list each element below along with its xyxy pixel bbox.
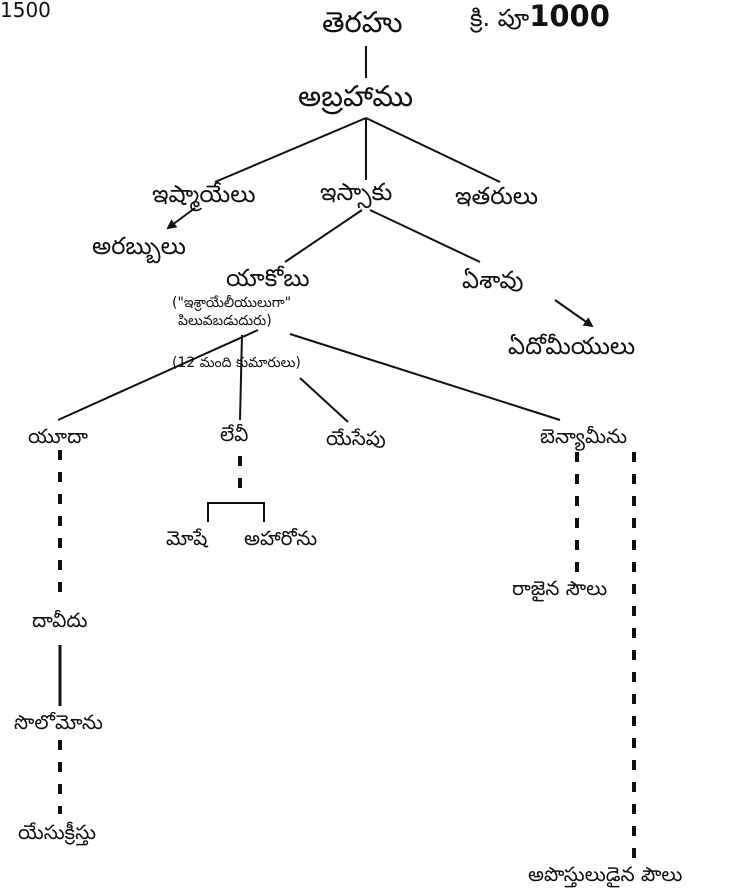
- node-jesus: యేసుక్రీస్తు: [18, 820, 97, 844]
- edge-abraham-ishmael: [214, 117, 367, 183]
- node-terah: తెరహు: [322, 5, 403, 39]
- node-solomon: సొలోమోను: [14, 710, 103, 734]
- node-aaron: అహారోను: [244, 526, 318, 550]
- node-jacob: యాకోబు: [226, 264, 310, 292]
- node-apostle-paul: అపొస్తులుడైన పౌలు: [528, 862, 683, 886]
- node-levi: లేవీ: [220, 422, 249, 446]
- node-abraham: అబ్రహాము: [298, 79, 414, 113]
- node-king-saul: రాజైన సౌలు: [512, 576, 608, 600]
- jacob-note-line1: ("ఇశ్రాయేలీయులుగా": [172, 295, 292, 311]
- edge-jacob-benjamin: [289, 333, 561, 421]
- edge-isaac-jacob: [284, 209, 363, 263]
- twelve-sons-label: (12 మంది కుమారులు): [172, 355, 301, 371]
- edge-isaac-esau: [369, 209, 481, 263]
- edge-ishmael-arabs: [166, 207, 196, 230]
- edge-esau-edomites: [554, 299, 594, 328]
- node-moses: మోషే: [166, 526, 208, 550]
- bc-prefix: క్రి. పూ: [470, 4, 530, 32]
- edge-jacob-joseph: [299, 377, 349, 423]
- bc-number: 1000: [529, 0, 610, 33]
- node-david: దావీదు: [32, 608, 88, 632]
- node-isaac: ఇస్సాకు: [320, 178, 393, 206]
- node-arabs: అరబ్బులు: [92, 232, 186, 260]
- node-benjamin: బెన్యామీను: [540, 424, 628, 448]
- node-joseph: యేసేపు: [326, 426, 386, 450]
- edge-jacob-levi: [239, 334, 243, 421]
- edge-jacob-judah: [57, 329, 259, 421]
- jacob-note-line2: పిలువబడుదురు): [178, 313, 272, 329]
- year-1500-label: 1500: [0, 0, 51, 22]
- node-ishmael: ఇష్మాయేలు: [152, 180, 256, 208]
- edge-abraham-others: [365, 117, 501, 183]
- edge-bracket-moses-aaron: [207, 502, 265, 522]
- node-edomites: ఏదోమీయులు: [508, 332, 636, 360]
- node-others: ఇతరులు: [455, 182, 539, 210]
- node-esau: ఏశావు: [462, 266, 524, 294]
- node-judah: యూదా: [28, 424, 88, 448]
- bc-1000-label: క్రి. పూ1000: [470, 2, 610, 31]
